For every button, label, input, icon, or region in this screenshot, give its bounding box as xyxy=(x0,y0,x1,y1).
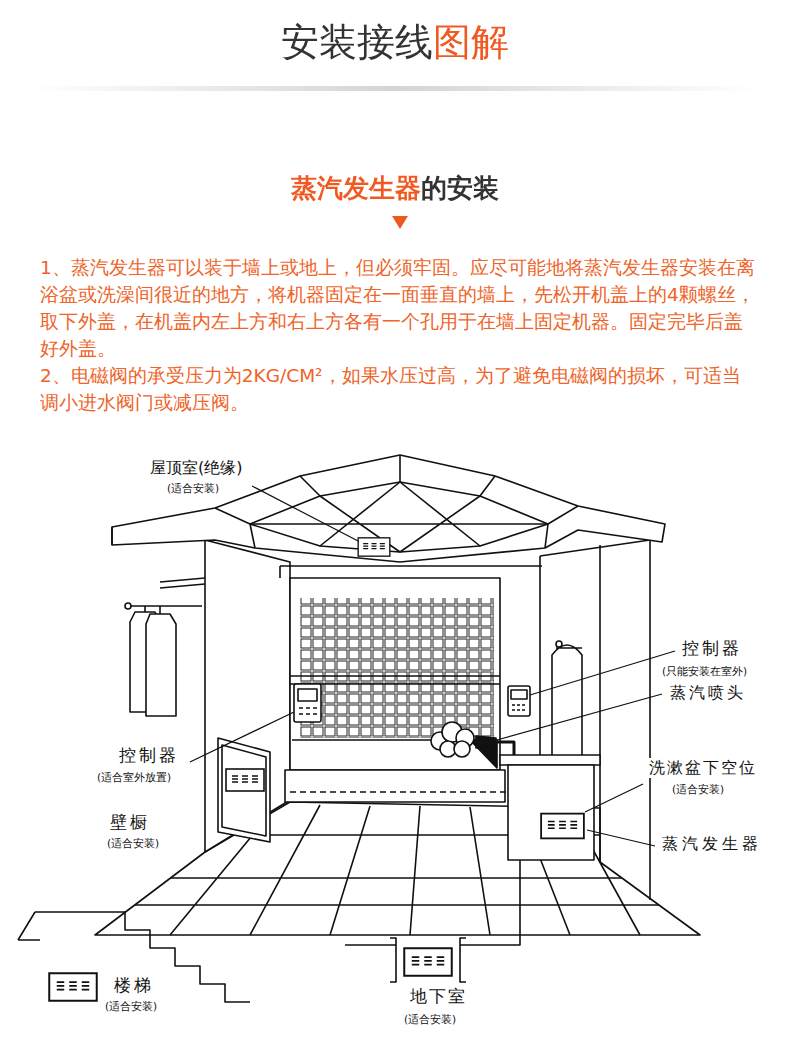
section-heading-wrap: 蒸汽发生器的安装 xyxy=(0,172,790,205)
place-note-wrap: (适合安装) xyxy=(670,778,726,797)
part-label-wrap: 蒸汽发生器 xyxy=(660,834,764,854)
controller-screen xyxy=(298,689,317,701)
place-label: 楼梯 xyxy=(112,975,156,996)
place-note: (适合安装) xyxy=(103,1000,159,1013)
towel-knob xyxy=(556,641,562,647)
steam-cloud xyxy=(454,741,470,757)
generator-basement xyxy=(404,948,452,976)
place-note-wrap: (只能安装在室外) xyxy=(660,660,749,679)
generator-vanity xyxy=(541,814,584,839)
page-title: 安装接线图解 xyxy=(281,18,509,66)
note-paragraph-wrap: 1、蒸汽发生器可以装于墙上或地上，但必须牢固。应尽可能地将蒸汽发生器安装在离浴盆… xyxy=(40,254,756,362)
steam-pipe xyxy=(494,742,514,755)
floor xyxy=(95,802,700,935)
part-label-wrap: 控制器 xyxy=(680,638,744,659)
recess-beam xyxy=(280,566,542,578)
house-drawing xyxy=(18,455,700,1002)
place-note: (只能安装在室外) xyxy=(660,665,749,678)
wall-tiles xyxy=(300,598,494,738)
stairs xyxy=(18,912,250,1002)
place-note: (适合安装) xyxy=(165,482,221,495)
place-label-wrap: 地下室 xyxy=(408,986,469,1007)
place-note-wrap: (适合安装) xyxy=(105,832,161,851)
garment xyxy=(146,614,176,716)
roof-rafters xyxy=(112,455,578,552)
shower-recess xyxy=(290,578,500,770)
shelf xyxy=(160,578,205,588)
closet xyxy=(218,738,270,842)
page-title-wrap: 安装接线图解 xyxy=(0,18,790,66)
leader-line xyxy=(190,486,675,846)
generator-closet xyxy=(226,769,264,791)
generator-roof xyxy=(358,538,390,556)
place-note: (适合安装) xyxy=(402,1013,458,1026)
rod-knob xyxy=(125,603,131,609)
counter-top xyxy=(500,755,600,765)
wire xyxy=(345,860,520,945)
part-label: 控制器 xyxy=(680,638,744,659)
place-label: 壁橱 xyxy=(108,812,152,833)
note-paragraph: 2、电磁阀的承受压力为2KG/CM²，如果水压过高，为了避免电磁阀的损坏，可适当… xyxy=(40,362,756,416)
place-note-wrap: (适合安装) xyxy=(402,1008,458,1027)
controller-left xyxy=(294,684,321,722)
place-label-wrap: 洗漱盆下空位 xyxy=(647,758,759,778)
bathtub xyxy=(285,770,505,802)
part-label: 控制器 xyxy=(117,745,181,766)
skylight-frame xyxy=(250,482,548,552)
part-label-wrap: 蒸汽喷头 xyxy=(668,683,748,703)
place-note: (适合安装) xyxy=(670,783,726,796)
left-wall xyxy=(205,540,290,852)
place-label-wrap: 楼梯 xyxy=(112,975,156,996)
note-paragraph: 1、蒸汽发生器可以装于墙上或地上，但必须牢固。应尽可能地将蒸汽发生器安装在离浴盆… xyxy=(40,254,756,362)
place-label-wrap: 屋顶室(绝缘) xyxy=(148,458,244,478)
down-triangle xyxy=(392,216,408,229)
section-heading: 蒸汽发生器的安装 xyxy=(291,172,499,205)
place-note: (适合安装) xyxy=(105,837,161,850)
place-note-wrap: (适合安装) xyxy=(165,477,221,496)
mirror-door xyxy=(552,645,582,755)
closet-inner xyxy=(222,745,266,836)
roof xyxy=(112,455,665,562)
note-paragraph-wrap: 2、电磁阀的承受压力为2KG/CM²，如果水压过高，为了避免电磁阀的损坏，可适当… xyxy=(40,362,756,416)
wall-ledge xyxy=(290,676,500,684)
place-label: 地下室 xyxy=(408,986,469,1007)
place-label: 洗漱盆下空位 xyxy=(647,758,759,778)
place-label: 屋顶室(绝缘) xyxy=(148,458,244,478)
part-label-wrap: 控制器 xyxy=(117,745,181,766)
controller-buttons xyxy=(299,708,317,714)
part-label: 蒸汽发生器 xyxy=(660,834,764,854)
header-shadow xyxy=(30,86,760,91)
generator-stairs xyxy=(49,973,97,1001)
place-label-wrap: 壁橱 xyxy=(108,812,152,833)
steam-nozzle xyxy=(476,736,496,748)
place-note-wrap: (适合安装) xyxy=(103,995,159,1014)
vanity-cabinet xyxy=(508,765,594,860)
controller-right xyxy=(508,686,530,716)
place-note-wrap: (适合室外放置) xyxy=(95,766,173,785)
controller-screen xyxy=(511,690,527,699)
basement-bracket xyxy=(390,938,466,982)
controller-buttons xyxy=(512,705,525,710)
place-note: (适合室外放置) xyxy=(95,771,173,784)
part-label: 蒸汽喷头 xyxy=(668,683,748,703)
